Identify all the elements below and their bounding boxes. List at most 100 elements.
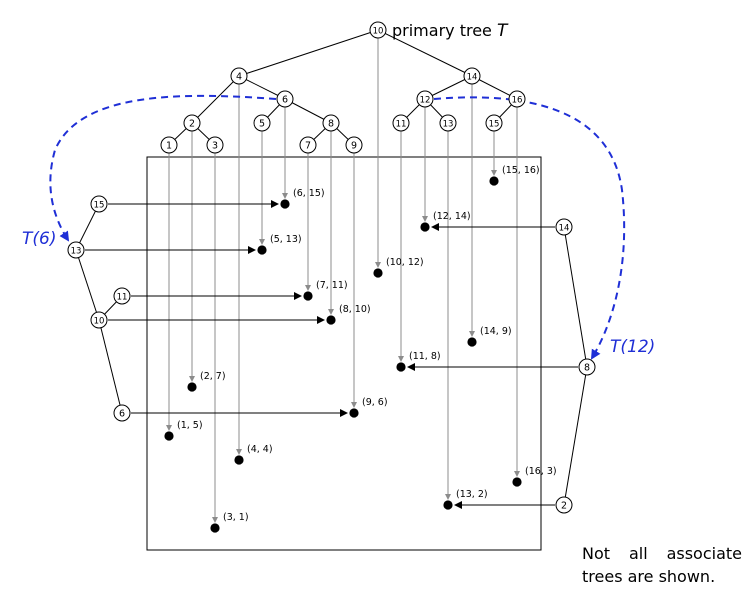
assoc-tree-label-right: T(12) — [610, 337, 655, 357]
point-label-p11: (11, 8) — [409, 351, 441, 362]
assoc-right-node-8-circle — [578, 358, 596, 376]
assoc-right-node-8-label: 8 — [584, 362, 590, 373]
assoc-right-node-14: 14 — [555, 218, 573, 236]
point-label-p13: (13, 2) — [456, 489, 488, 500]
point-dot-p9 — [349, 408, 359, 418]
point-label-p6: (6, 15) — [293, 188, 325, 199]
primary-node-7: 7 — [299, 136, 317, 154]
primary-node-9: 9 — [345, 136, 363, 154]
assoc-left-node-6: 6 — [113, 404, 131, 422]
point-dot-p5 — [257, 245, 267, 255]
point-label-p1: (1, 5) — [177, 420, 203, 431]
primary-node-10-label: 10 — [373, 26, 384, 36]
projection-lines — [166, 38, 520, 523]
tree-edge — [238, 75, 286, 100]
assoc-left-node-11-label: 11 — [117, 292, 128, 302]
assoc-tree-label-left: T(6) — [22, 229, 56, 249]
primary-node-2: 2 — [183, 114, 201, 132]
primary-node-5: 5 — [253, 114, 271, 132]
point-dot-p8 — [326, 315, 336, 325]
primary-node-4-circle — [230, 67, 248, 85]
point-label-p10: (10, 12) — [386, 257, 424, 268]
point-label-p9: (9, 6) — [362, 397, 388, 408]
point-dot-p1 — [164, 431, 174, 441]
primary-node-10-circle — [369, 21, 387, 39]
primary-node-2-circle — [183, 114, 201, 132]
primary-node-4: 4 — [230, 67, 248, 85]
frame-rect — [146, 156, 542, 551]
tree-edge — [238, 29, 379, 77]
assoc-right-node-8: 8 — [578, 358, 596, 376]
primary-node-6: 6 — [276, 90, 294, 108]
primary-node-9-circle — [345, 136, 363, 154]
primary-node-5-label: 5 — [259, 118, 265, 129]
assoc-left-node-10: 10 — [90, 311, 108, 329]
tree-edge — [424, 75, 473, 100]
primary-node-16-circle — [508, 90, 526, 108]
assoc-tree-edge — [98, 319, 123, 414]
primary-node-11-circle — [392, 114, 410, 132]
point-dot-p2 — [187, 382, 197, 392]
assoc-left-node-6-label: 6 — [119, 408, 125, 419]
primary-node-4-label: 4 — [236, 71, 242, 82]
assoc-right-node-2: 2 — [555, 496, 573, 514]
primary-node-15-circle — [485, 114, 503, 132]
point-dot-p3 — [210, 523, 220, 533]
primary-node-14-label: 14 — [467, 72, 478, 82]
primary-node-15: 15 — [485, 114, 503, 132]
point-label-p12: (12, 14) — [433, 211, 471, 222]
primary-tree-title: primary tree T — [392, 21, 509, 41]
primary-node-10: 10 — [369, 21, 387, 39]
assoc-right-node-2-circle — [555, 496, 573, 514]
point-label-p4: (4, 4) — [247, 444, 273, 455]
primary-node-8-label: 8 — [328, 118, 334, 129]
primary-node-13-label: 13 — [443, 119, 454, 129]
primary-node-16: 16 — [508, 90, 526, 108]
assoc-left-node-13-circle — [67, 241, 85, 259]
primary-node-9-label: 9 — [351, 140, 357, 151]
assoc-left-node-13: 13 — [67, 241, 85, 259]
point-dot-p14 — [467, 337, 477, 347]
point-label-p2: (2, 7) — [200, 371, 226, 382]
point-set-frame — [146, 156, 542, 551]
primary-node-1-label: 1 — [166, 140, 172, 151]
point-dot-p13 — [443, 500, 453, 510]
assoc-left-node-15-label: 15 — [94, 200, 105, 210]
primary-node-6-label: 6 — [282, 94, 288, 105]
point-dot-p15 — [489, 176, 499, 186]
assoc-left-node-11-circle — [113, 287, 131, 305]
point-dot-p6 — [280, 199, 290, 209]
point-label-p7: (7, 11) — [316, 280, 348, 291]
associate-arrows — [85, 200, 578, 509]
footnote: Not all associate trees are shown. — [582, 544, 742, 586]
tree-edge — [191, 75, 240, 124]
assoc-left-node-10-circle — [90, 311, 108, 329]
tree-edge — [284, 98, 332, 124]
primary-node-15-label: 15 — [489, 119, 500, 129]
primary-node-3-circle — [206, 136, 224, 154]
assoc-tree-edge — [75, 249, 100, 321]
points: (1, 5)(2, 7)(3, 1)(4, 4)(5, 13)(6, 15)(7… — [164, 165, 557, 533]
primary-node-5-circle — [253, 114, 271, 132]
point-dot-p11 — [396, 362, 406, 372]
primary-node-11: 11 — [392, 114, 410, 132]
assoc-left-node-11: 11 — [113, 287, 131, 305]
primary-node-3: 3 — [206, 136, 224, 154]
point-label-p14: (14, 9) — [480, 326, 512, 337]
point-dot-p16 — [512, 477, 522, 487]
primary-node-8: 8 — [322, 114, 340, 132]
tree-edge — [377, 29, 473, 77]
primary-node-12-circle — [416, 90, 434, 108]
point-label-p8: (8, 10) — [339, 304, 371, 315]
point-dot-p4 — [234, 455, 244, 465]
point-label-p16: (16, 3) — [525, 466, 557, 477]
primary-node-13: 13 — [439, 114, 457, 132]
primary-node-13-circle — [439, 114, 457, 132]
assoc-right-node-14-circle — [555, 218, 573, 236]
primary-node-14-circle — [463, 67, 481, 85]
point-label-p5: (5, 13) — [270, 234, 302, 245]
assoc-left-node-13-label: 13 — [71, 246, 82, 256]
assoc-right-node-2-label: 2 — [561, 500, 567, 511]
